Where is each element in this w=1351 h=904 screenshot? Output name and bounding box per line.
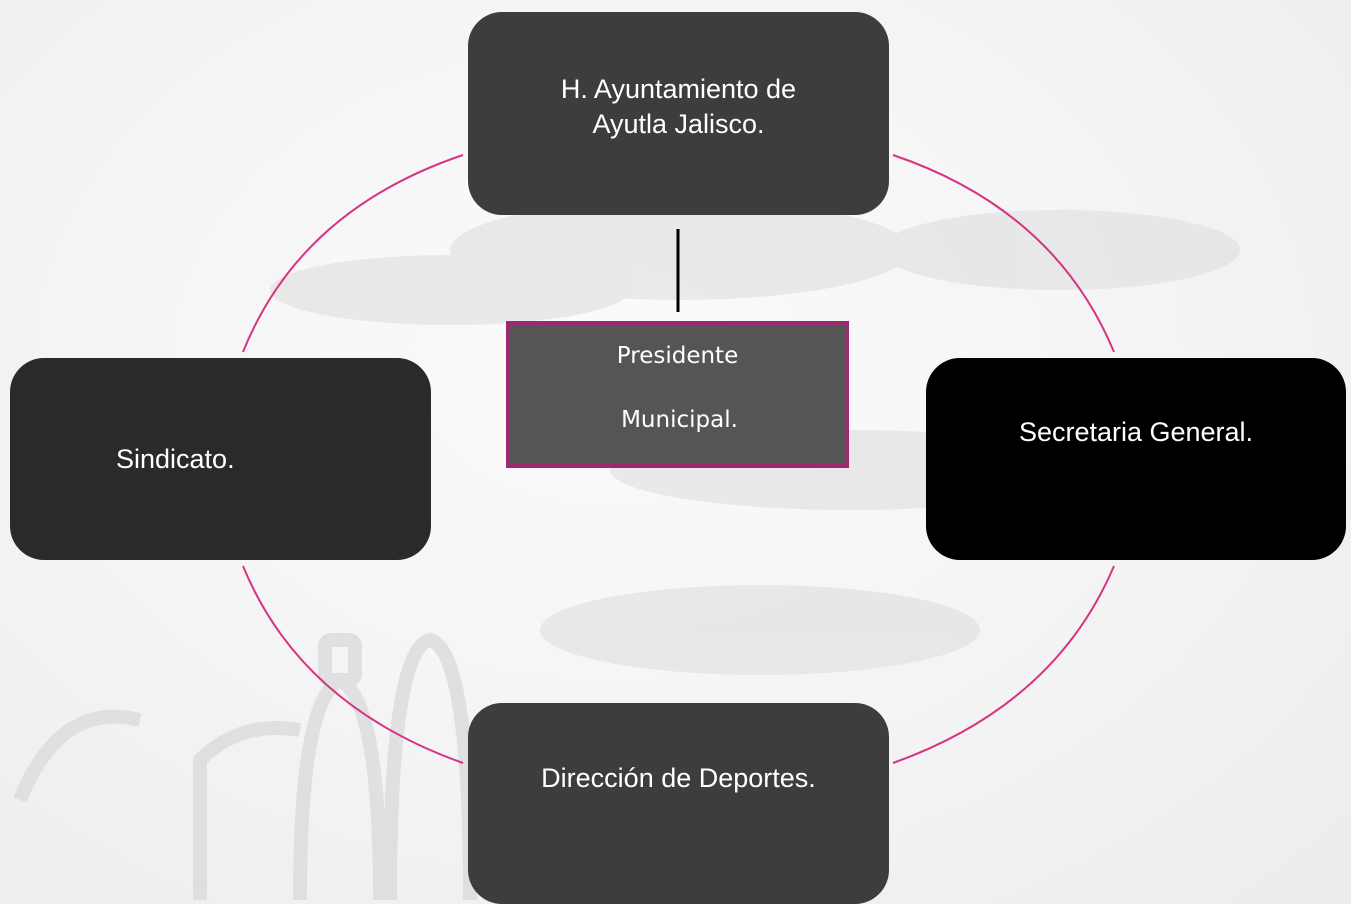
connector-bottom-to-left (242, 565, 464, 764)
node-sindicato: Sindicato. (10, 358, 431, 560)
connector-right-to-bottom (892, 565, 1115, 764)
node-secretaria-general: Secretaria General. (926, 358, 1346, 560)
node-direccion-deportes: Dirección de Deportes. (468, 703, 889, 904)
node-ayuntamiento-label: H. Ayuntamiento de Ayutla Jalisco. (560, 74, 797, 139)
node-sindicato-label: Sindicato. (116, 443, 235, 474)
connector-top-to-right (892, 154, 1115, 353)
node-secretaria-general-label: Secretaria General. (1018, 417, 1254, 447)
connector-left-to-top (242, 154, 464, 353)
node-presidente-line-2: Municipal. (621, 407, 738, 433)
node-direccion-deportes-label: Dirección de Deportes. (541, 763, 816, 793)
node-presidente-line-1: Presidente (616, 343, 739, 369)
node-ayuntamiento: H. Ayuntamiento de Ayutla Jalisco. (468, 12, 889, 215)
node-presidente-municipal: Presidente Municipal. (506, 321, 849, 468)
